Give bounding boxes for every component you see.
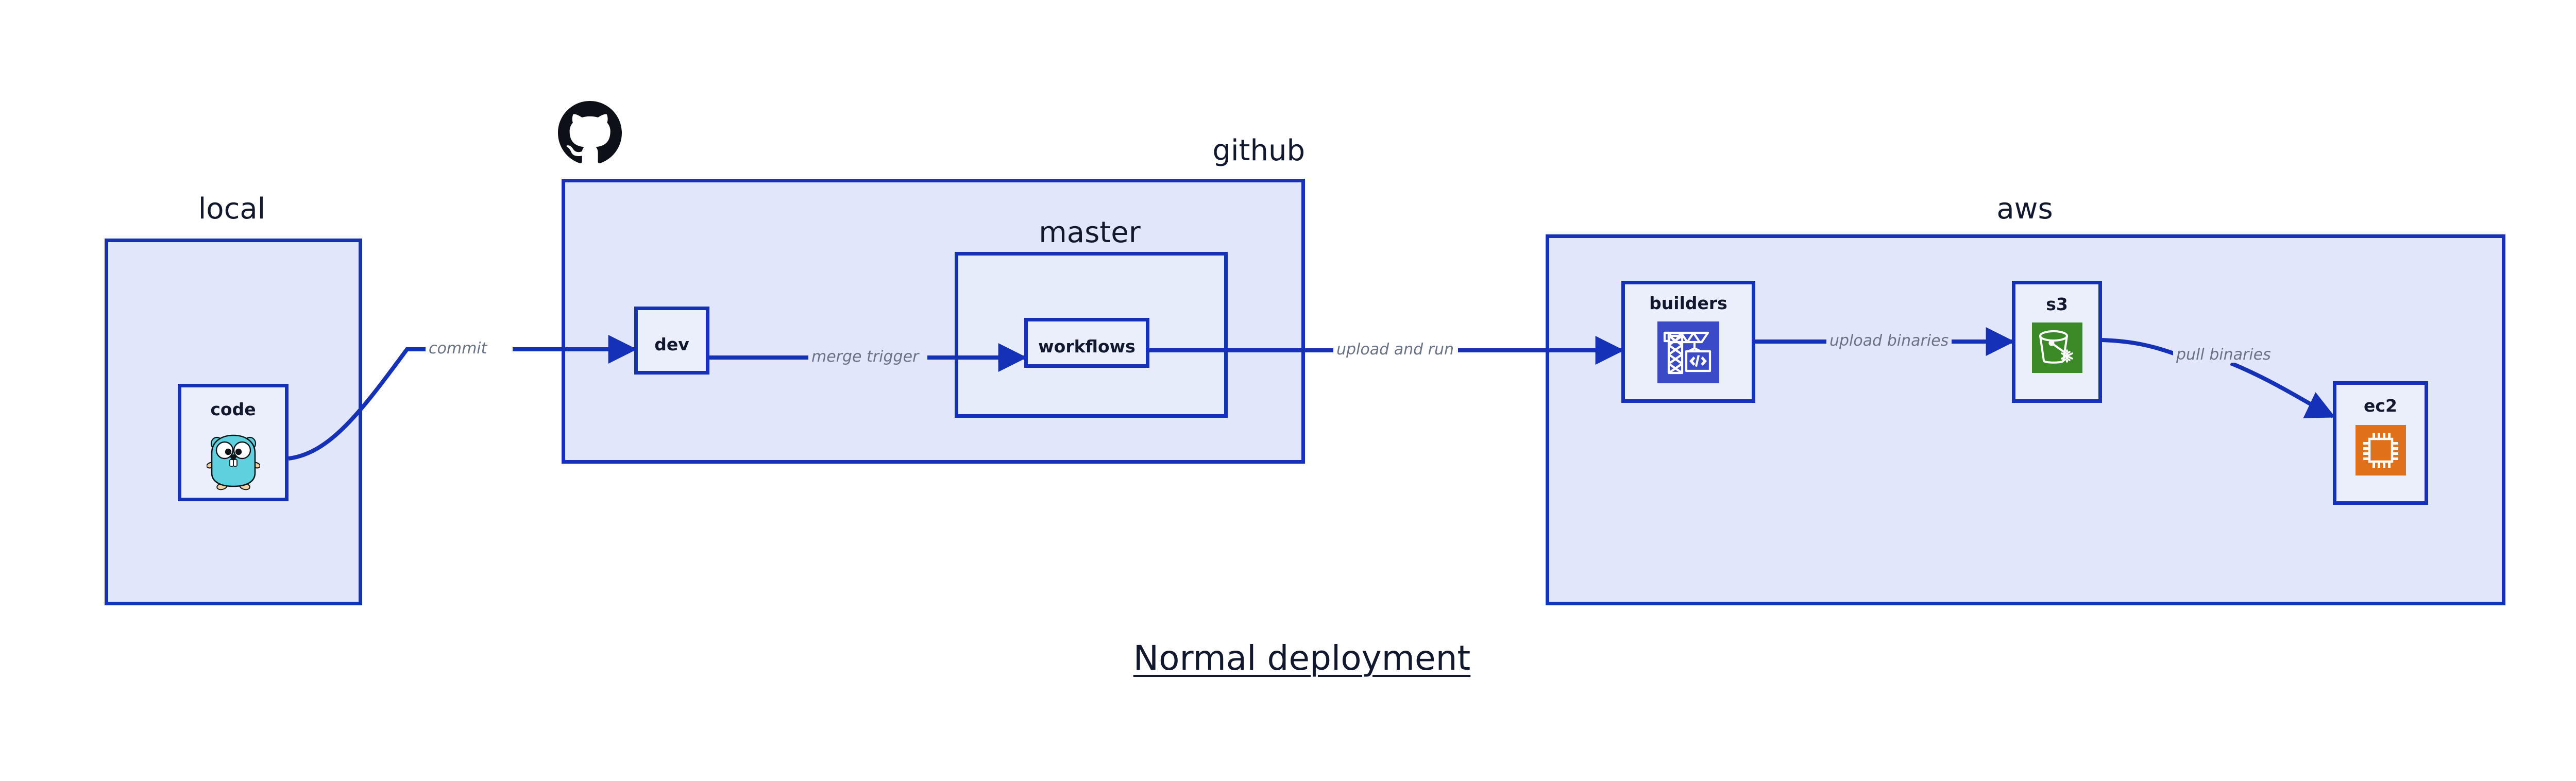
group-master — [955, 252, 1228, 418]
group-label-github: github — [1212, 134, 1305, 167]
s3-bucket-icon — [2031, 322, 2082, 373]
node-builders[interactable]: builders — [1621, 281, 1755, 403]
node-label-dev: dev — [654, 334, 689, 354]
edge-label-pull-binaries: pull binaries — [2173, 347, 2274, 363]
group-label-aws: aws — [1996, 192, 2053, 226]
edge-label-commit: commit — [426, 341, 490, 356]
go-gopher-icon — [206, 434, 260, 490]
node-s3[interactable]: s3 — [2012, 281, 2102, 403]
edge-label-upload-binaries: upload binaries — [1826, 333, 1952, 349]
page-title: Normal deployment — [1133, 638, 1471, 678]
edge-label-merge-trigger: merge trigger — [808, 349, 922, 365]
group-label-local: local — [198, 192, 266, 226]
edge-label-upload-and-run: upload and run — [1333, 342, 1458, 358]
cpu-chip-icon — [2355, 425, 2406, 476]
node-label-s3: s3 — [2046, 294, 2068, 314]
node-label-builders: builders — [1649, 293, 1727, 313]
group-label-master: master — [1039, 216, 1141, 249]
node-code[interactable]: code — [178, 384, 289, 501]
github-octocat-icon — [558, 101, 622, 163]
node-label-workflows: workflows — [1038, 336, 1136, 356]
node-workflows[interactable]: workflows — [1024, 318, 1149, 368]
crane-code-icon — [1657, 321, 1719, 383]
node-label-code: code — [210, 399, 256, 419]
node-dev[interactable]: dev — [634, 307, 709, 375]
node-label-ec2: ec2 — [2364, 396, 2397, 416]
node-ec2[interactable]: ec2 — [2333, 381, 2428, 505]
